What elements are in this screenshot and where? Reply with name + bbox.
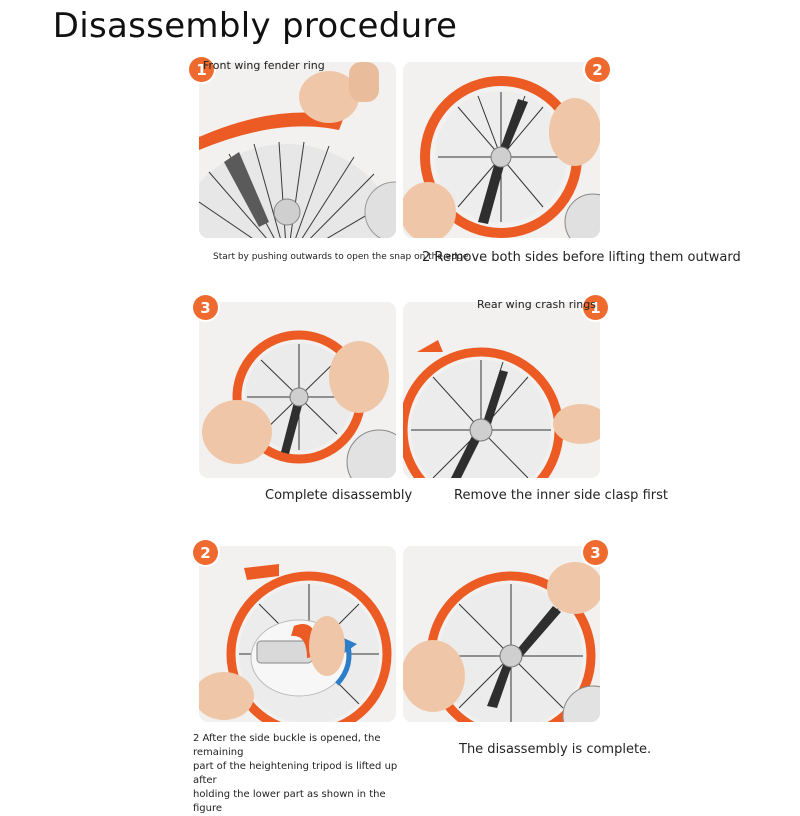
step-badge-rear-2: 2 <box>193 540 218 565</box>
step-text-rear-2: 2 After the side buckle is opened, the r… <box>193 732 403 816</box>
step-text-front-3: Complete disassembly <box>265 488 413 503</box>
step-text-rear-2-line-3: holding the lower part as shown in the f… <box>193 789 386 814</box>
photo-rear-step-2 <box>199 546 396 722</box>
photo-front-step-1 <box>199 62 396 238</box>
step-badge-rear-3: 3 <box>583 540 608 565</box>
step-text-rear-3: The disassembly is complete. <box>459 742 652 757</box>
section-caption-front: Front wing fender ring <box>203 59 325 72</box>
step-text-rear-2-line-2: part of the heightening tripod is lifted… <box>193 761 398 786</box>
photo-front-step-3 <box>199 302 396 478</box>
page-title: Disassembly procedure <box>52 6 458 46</box>
photo-rear-step-3 <box>403 546 600 722</box>
step-text-rear-1: Remove the inner side clasp first <box>454 488 668 503</box>
step-badge-rear-1: 1 <box>583 295 608 320</box>
step-badge-front-2: 2 <box>585 57 610 82</box>
photo-rear-step-1 <box>403 302 600 478</box>
step-text-front-2: 2 Remove both sides before lifting them … <box>422 250 741 265</box>
step-text-front-1: Start by pushing outwards to open the sn… <box>213 252 469 262</box>
step-text-rear-2-line-1: 2 After the side buckle is opened, the r… <box>193 733 381 758</box>
section-caption-rear: Rear wing crash rings <box>477 298 596 311</box>
step-badge-front-3: 3 <box>193 295 218 320</box>
photo-front-step-2 <box>403 62 600 238</box>
step-badge-front-1: 1 <box>189 57 214 82</box>
